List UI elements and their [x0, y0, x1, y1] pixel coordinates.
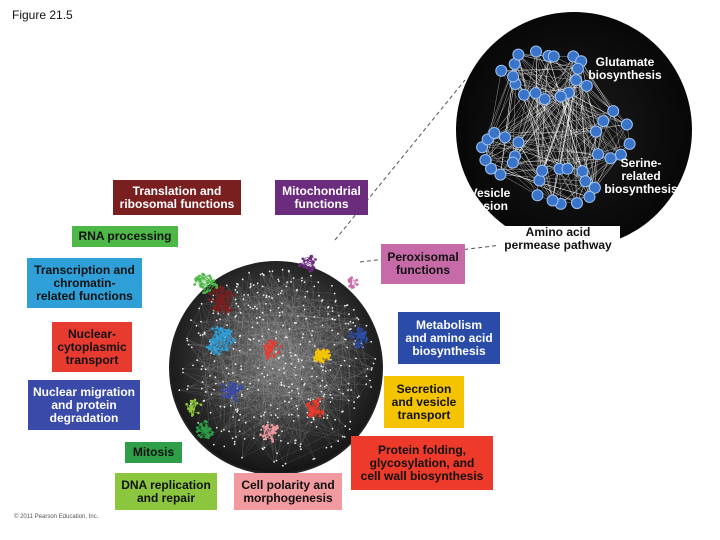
label-vesicle-fusion: Vesicle fusion: [469, 186, 511, 213]
cluster-mitochondrial: [297, 254, 317, 273]
cluster-metabolism: [346, 326, 369, 349]
cluster-dna-replication: [185, 398, 203, 417]
label-rna-processing: RNA processing: [72, 226, 178, 247]
label-serine-biosynthesis: Serine- related biosynthesis: [604, 156, 678, 196]
label-protein-folding: Protein folding, glycosylation, and cell…: [351, 436, 493, 490]
label-nuclear-cytoplasmic: Nuclear- cytoplasmic transport: [52, 322, 132, 372]
cluster-secretion: [313, 348, 332, 364]
cluster-nuclear-cytoplasmic: [263, 339, 283, 360]
zoom-connector-top: [334, 79, 466, 241]
label-translation-ribosomal: Translation and ribosomal functions: [113, 180, 241, 215]
zoomed-network-circle: [456, 12, 692, 248]
label-dna-replication: DNA replication and repair: [115, 473, 217, 510]
label-mitosis: Mitosis: [125, 442, 182, 463]
figure-title: Figure 21.5: [12, 8, 73, 22]
label-glutamate-biosynthesis: Glutamate biosynthesis: [588, 55, 662, 82]
label-secretion: Secretion and vesicle transport: [384, 376, 464, 428]
label-metabolism: Metabolism and amino acid biosynthesis: [398, 312, 500, 364]
zoomed-network-nodes: [476, 45, 636, 210]
cluster-peroxisomal: [347, 276, 359, 289]
label-mitochondrial: Mitochondrial functions: [275, 180, 368, 215]
cluster-cell-polarity: [259, 423, 279, 443]
label-peroxisomal: Peroxisomal functions: [381, 244, 465, 284]
label-transcription-chromatin: Transcription and chromatin- related fun…: [27, 258, 142, 308]
main-network-edges: [179, 269, 376, 464]
copyright-notice: © 2011 Pearson Education, Inc.: [14, 514, 99, 520]
cluster-rna-processing: [193, 272, 218, 295]
label-nuclear-migration: Nuclear migration and protein degradatio…: [28, 380, 140, 430]
cluster-mitosis: [195, 419, 214, 440]
functional-clusters: [185, 254, 369, 443]
label-amino-acid-permease: Amino acid permease pathway: [496, 226, 620, 252]
label-cell-polarity: Cell polarity and morphogenesis: [234, 473, 342, 510]
cluster-protein-folding: [305, 397, 325, 418]
cluster-nuclear-migration: [219, 381, 244, 403]
cluster-transcription: [205, 325, 236, 356]
main-network-nodes: [178, 268, 377, 467]
cluster-translation: [207, 285, 236, 315]
